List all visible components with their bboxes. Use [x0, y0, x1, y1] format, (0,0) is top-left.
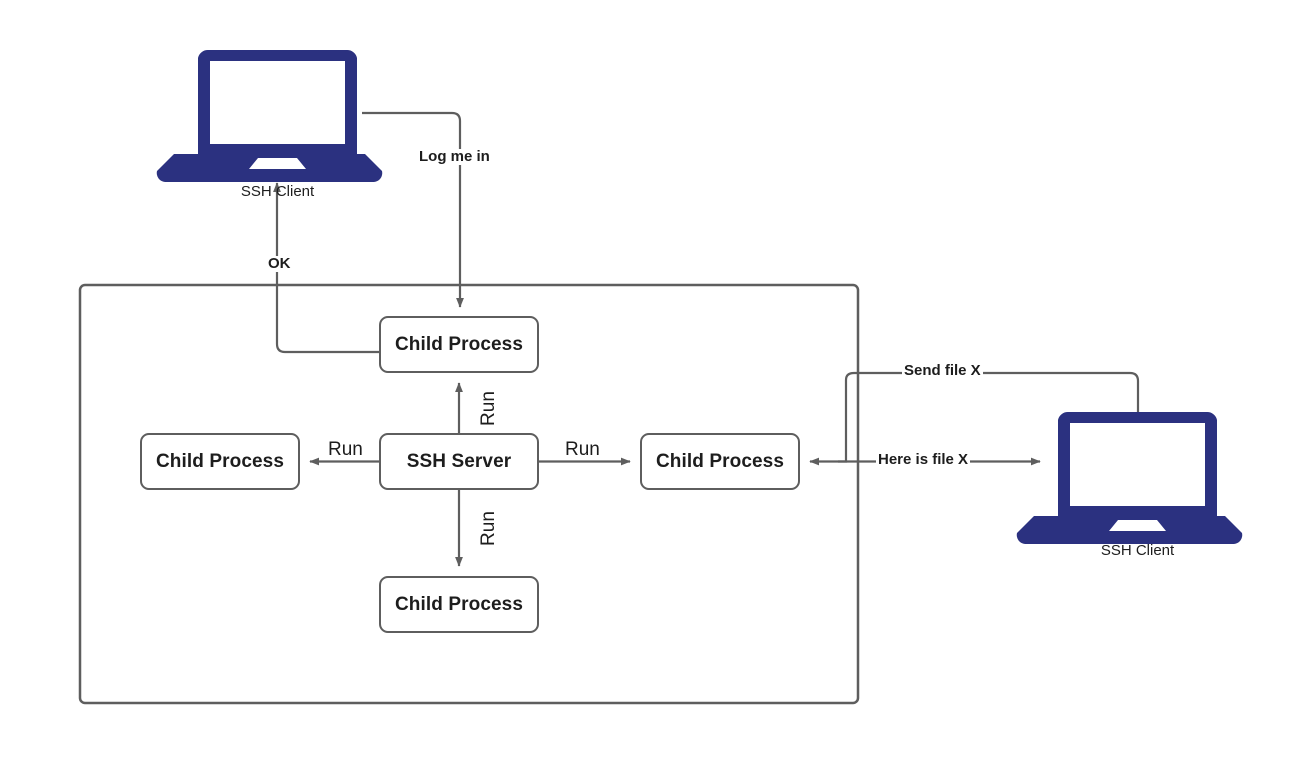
device-caption-ssh-client-top: SSH Client	[240, 183, 315, 200]
server-boundary-rectangle	[78, 283, 860, 705]
node-child-process-right[interactable]: Child Process	[640, 433, 800, 490]
edge-label-send-file-x: Send file X	[902, 362, 983, 379]
edge-label-run-down: Run	[478, 496, 499, 549]
node-label: Child Process	[394, 333, 523, 355]
node-label: Child Process	[655, 450, 784, 472]
edge-label-run-left: Run	[325, 440, 366, 460]
edge-ok-line	[273, 182, 379, 354]
node-ssh-server[interactable]: SSH Server	[379, 433, 539, 490]
edge-label-ok: OK	[266, 255, 293, 272]
edge-label-log-me-in: Log me in	[417, 148, 492, 165]
node-child-process-left[interactable]: Child Process	[140, 433, 300, 490]
edge-label-run-up: Run	[478, 376, 499, 429]
edge-label-run-right: Run	[562, 440, 603, 460]
node-label: SSH Server	[406, 450, 512, 472]
edge-send-file-line	[838, 371, 1140, 463]
node-label: Child Process	[155, 450, 284, 472]
node-label: Child Process	[394, 593, 523, 615]
node-child-process-bottom[interactable]: Child Process	[379, 576, 539, 633]
laptop-icon	[1016, 411, 1243, 544]
edge-label-here-is-file-x: Here is file X	[876, 451, 971, 468]
node-child-process-top[interactable]: Child Process	[379, 316, 539, 373]
device-caption-ssh-client-right: SSH Client	[1100, 542, 1175, 559]
laptop-icon	[156, 49, 383, 182]
edge-log-me-in-line	[362, 111, 464, 308]
